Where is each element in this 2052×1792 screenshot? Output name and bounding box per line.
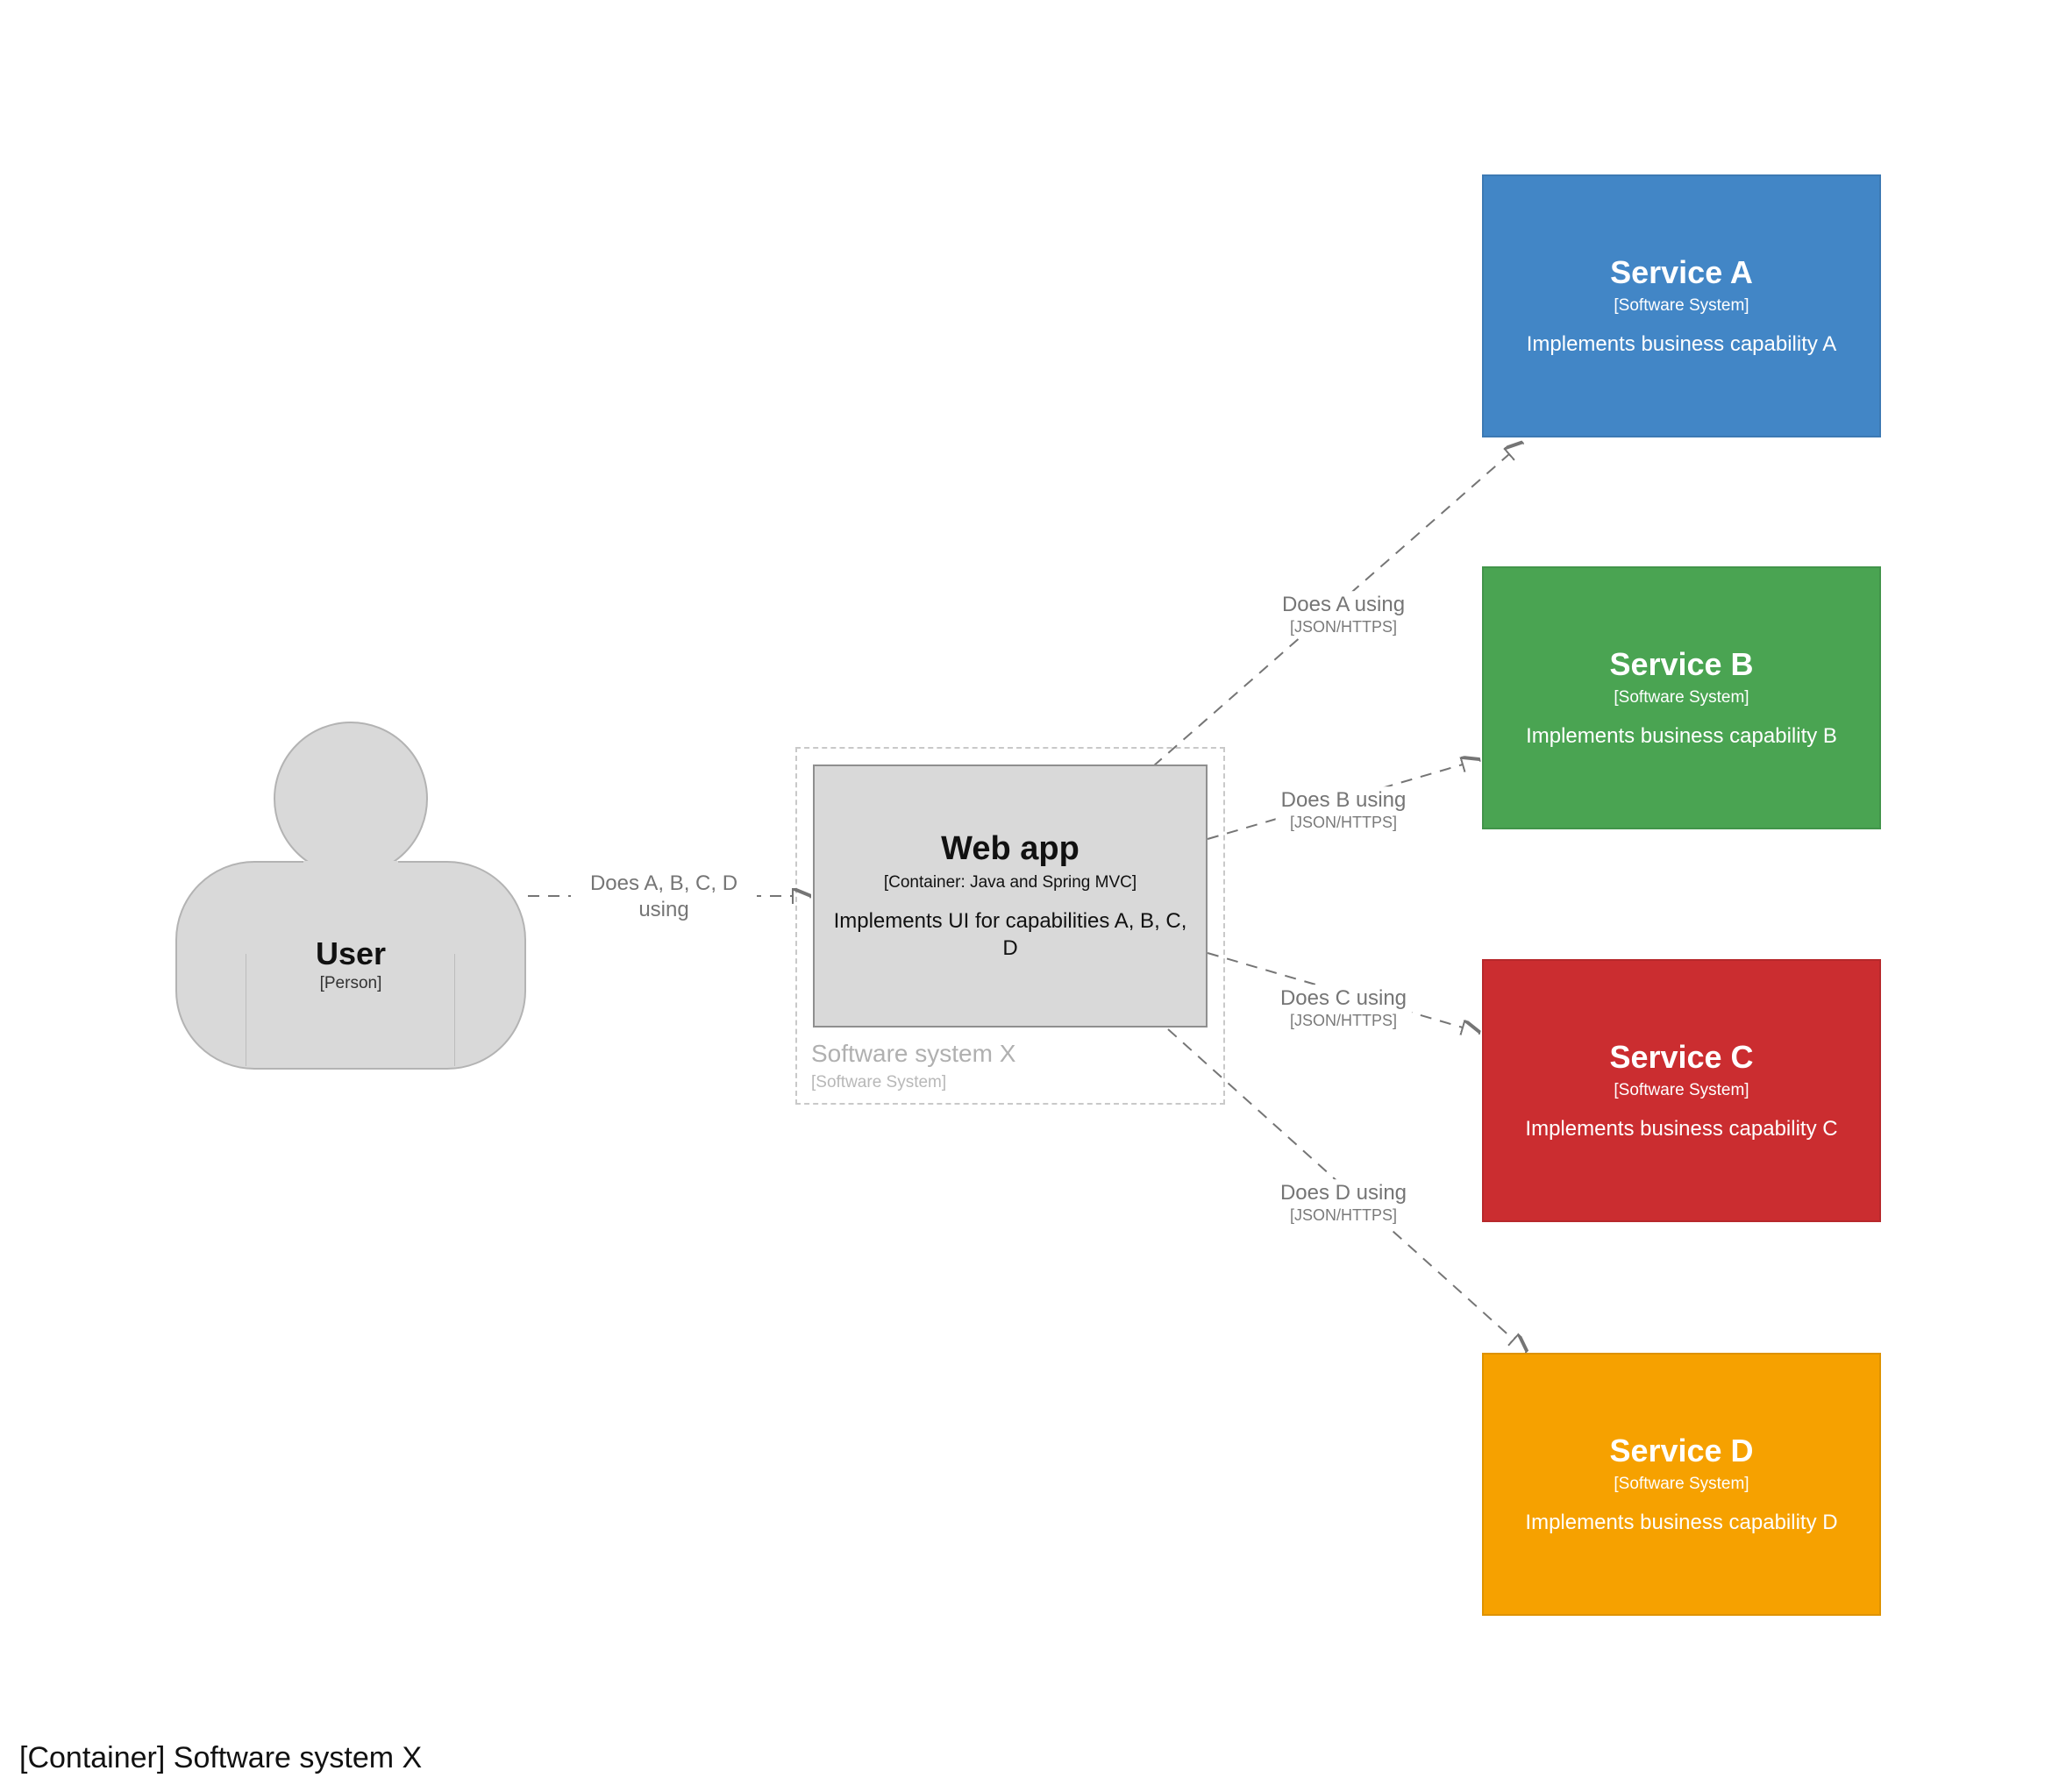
node-meta: [Software System] bbox=[1614, 1474, 1749, 1493]
node-service-c: Service C [Software System] Implements b… bbox=[1482, 959, 1881, 1222]
person-name: User bbox=[315, 935, 387, 972]
node-title: Service A bbox=[1610, 254, 1753, 291]
node-description: Implements business capability D bbox=[1525, 1510, 1838, 1534]
node-title: Service C bbox=[1609, 1039, 1754, 1076]
node-title: Service D bbox=[1609, 1433, 1754, 1469]
node-service-d: Service D [Software System] Implements b… bbox=[1482, 1353, 1881, 1616]
person-arm-right bbox=[454, 954, 455, 1066]
node-title: Service B bbox=[1609, 646, 1754, 683]
container-web-app: Web app [Container: Java and Spring MVC]… bbox=[813, 764, 1208, 1028]
edge-webapp-service-b bbox=[1207, 764, 1463, 840]
boundary-meta: [Software System] bbox=[811, 1073, 947, 1092]
node-service-b: Service B [Software System] Implements b… bbox=[1482, 566, 1881, 829]
edge-webapp-service-c bbox=[1207, 952, 1463, 1028]
node-service-a: Service A [Software System] Implements b… bbox=[1482, 174, 1881, 437]
node-meta: [Software System] bbox=[1614, 295, 1749, 315]
node-meta: [Software System] bbox=[1614, 1080, 1749, 1099]
relationship-label-does-b: Does B using [JSON/HTTPS] bbox=[1275, 786, 1412, 834]
person-user: User [Person] bbox=[158, 710, 552, 1078]
relationship-label-user-webapp: Does A, B, C, D using bbox=[571, 870, 757, 924]
person-text: User [Person] bbox=[177, 863, 524, 1068]
node-description: Implements UI for capabilities A, B, C, … bbox=[833, 909, 1187, 961]
boundary-software-system-x: Software system X [Software System] bbox=[795, 747, 1225, 1105]
node-meta: [Container: Java and Spring MVC] bbox=[883, 873, 1137, 892]
node-meta: [Software System] bbox=[1614, 687, 1749, 707]
person-body: User [Person] bbox=[175, 861, 526, 1070]
person-neck bbox=[303, 861, 398, 866]
node-description: Implements business capability A bbox=[1526, 331, 1837, 356]
person-type: [Person] bbox=[319, 974, 382, 993]
relationship-label-does-d: Does D using [JSON/HTTPS] bbox=[1274, 1179, 1413, 1227]
node-description: Implements business capability C bbox=[1525, 1116, 1838, 1141]
relationship-label-does-a: Does A using [JSON/HTTPS] bbox=[1276, 591, 1411, 638]
node-title: Web app bbox=[941, 829, 1079, 867]
boundary-title: Software system X bbox=[811, 1040, 1016, 1068]
node-description: Implements business capability B bbox=[1526, 723, 1837, 748]
person-head-icon bbox=[274, 722, 428, 876]
diagram-caption: [Container] Software system X bbox=[19, 1741, 423, 1774]
edge-webapp-service-a bbox=[1152, 454, 1509, 767]
relationship-label-does-c: Does C using [JSON/HTTPS] bbox=[1274, 985, 1413, 1032]
